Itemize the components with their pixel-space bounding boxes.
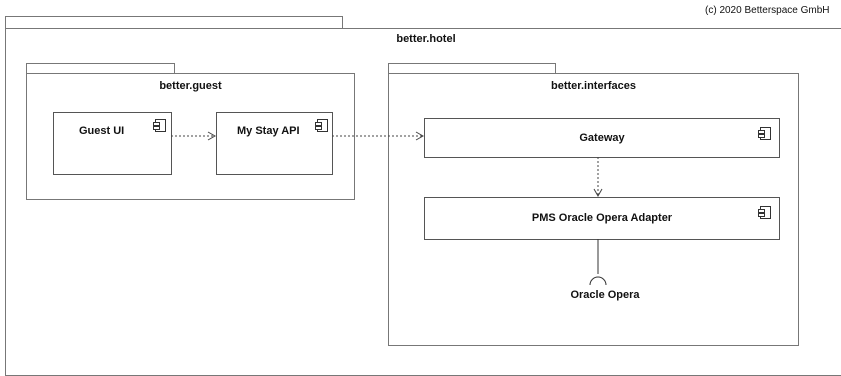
socket-oracle-opera — [589, 276, 607, 286]
package-tab-better-hotel — [5, 16, 343, 29]
component-label-my-stay-api: My Stay API — [237, 125, 300, 137]
arrowhead-open — [415, 131, 425, 141]
component-guest-ui[interactable]: Guest UI — [53, 112, 172, 175]
interface-label-oracle-opera: Oracle Opera — [570, 289, 640, 301]
component-icon — [758, 127, 771, 140]
arrowhead-open — [207, 131, 217, 141]
component-icon — [758, 206, 771, 219]
component-pms-oracle-opera-adapter[interactable]: PMS Oracle Opera Adapter — [424, 197, 780, 240]
arrowhead-open — [593, 188, 603, 198]
component-my-stay-api[interactable]: My Stay API — [216, 112, 333, 175]
component-label-guest-ui: Guest UI — [79, 125, 125, 137]
component-icon — [153, 119, 166, 132]
component-label-gateway: Gateway — [579, 132, 625, 144]
package-tab-better-interfaces — [388, 63, 556, 74]
copyright-notice: (c) 2020 Betterspace GmbH — [705, 5, 830, 16]
package-title-better-interfaces: better.interfaces — [551, 80, 636, 92]
package-tab-better-guest — [26, 63, 175, 74]
component-gateway[interactable]: Gateway — [424, 118, 780, 158]
package-title-better-hotel: better.hotel — [396, 33, 456, 45]
component-label-pms-oracle-opera-adapter: PMS Oracle Opera Adapter — [531, 212, 673, 224]
component-icon — [315, 119, 328, 132]
package-title-better-guest: better.guest — [159, 80, 222, 92]
